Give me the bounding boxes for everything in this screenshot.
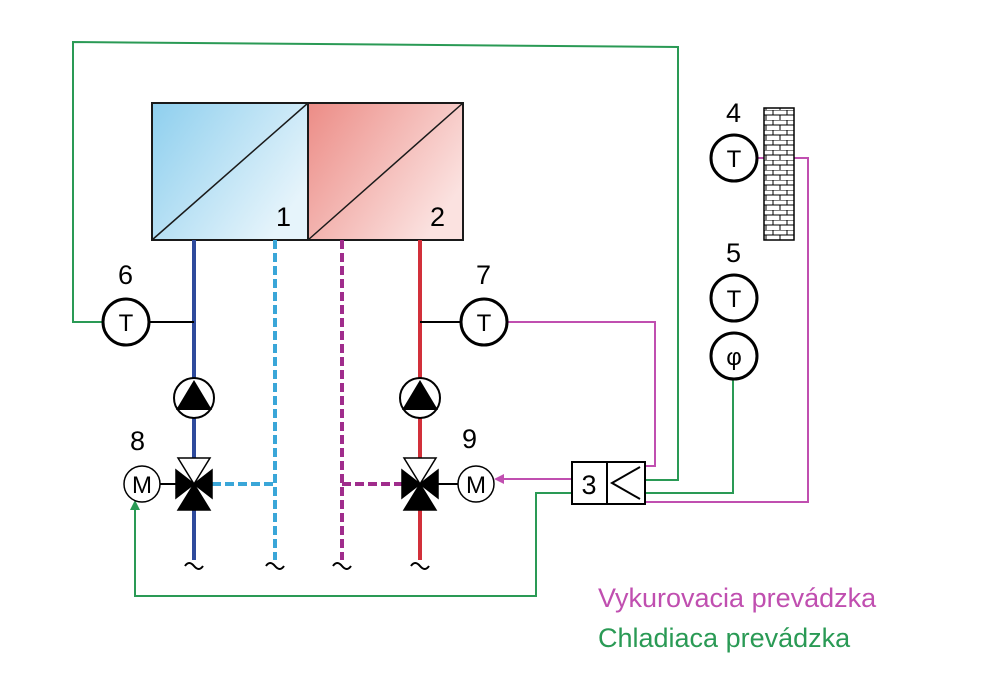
actuator-8-symbol: M [132, 472, 152, 499]
cooling-signal-lines [72, 40, 734, 597]
pump-icon [173, 377, 215, 419]
actuator-8-label: 8 [130, 426, 145, 456]
sensor-5-label: 5 [726, 238, 741, 268]
heating-line-sensor7 [507, 321, 656, 467]
three-way-valve-icon [175, 457, 213, 511]
controller-label: 3 [581, 470, 596, 500]
sensor-5-temp-symbol: T [727, 286, 742, 313]
cooling-arrowhead [130, 500, 140, 510]
cooling-line-actuator8 [134, 492, 572, 597]
sensor-6-symbol: T [119, 310, 134, 337]
actuator-9-label: 9 [462, 424, 477, 454]
cooling-line-sensor6 [72, 40, 679, 481]
heating-arrowhead [494, 474, 504, 484]
sensor-7-label: 7 [476, 260, 491, 290]
hot-return-pipe [340, 240, 405, 560]
sensor-7-symbol: T [477, 310, 492, 337]
unit-2-label: 2 [430, 202, 445, 232]
motor-actuator-icon: M [123, 465, 161, 503]
wall-icon [763, 107, 795, 241]
temperature-sensor-icon: T [459, 297, 509, 347]
controller-icon: 3 [571, 461, 646, 505]
temperature-sensor-icon: T [709, 273, 759, 323]
temperature-sensor-icon: T [101, 297, 151, 347]
sensor-6-label: 6 [118, 260, 133, 290]
unit-2-heating-exchanger [307, 102, 464, 241]
temperature-sensor-icon: T [709, 133, 759, 183]
legend-cooling: Chladiaca prevádzka [598, 623, 851, 653]
sensor-5-humidity-symbol: φ [726, 344, 742, 371]
unit-1-label: 1 [276, 202, 291, 232]
cooling-line-sensor5 [645, 380, 734, 494]
unit-1-cooling-exchanger [151, 102, 309, 241]
actuator-9-symbol: M [466, 472, 486, 499]
pipe-end-marks [184, 562, 430, 570]
sensor-4-label: 4 [726, 98, 741, 128]
motor-actuator-icon: M [457, 465, 495, 503]
three-way-valve-icon [401, 457, 439, 511]
sensor-4-symbol: T [727, 146, 742, 173]
legend-heating: Vykurovacia prevádzka [598, 583, 877, 613]
cold-return-pipe [212, 240, 277, 560]
heating-signal-lines [494, 157, 809, 503]
humidity-sensor-icon: φ [709, 331, 759, 381]
pump-icon [399, 377, 441, 419]
